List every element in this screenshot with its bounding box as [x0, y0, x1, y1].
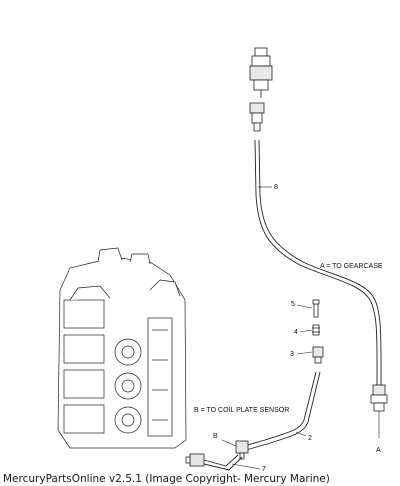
tee-fitting[interactable] — [235, 440, 249, 460]
hose-fitting-top[interactable] — [249, 102, 265, 132]
callout-8: 8 — [274, 184, 278, 191]
fitting-b[interactable] — [185, 453, 205, 467]
fitting-a[interactable] — [370, 384, 388, 412]
hose-7[interactable] — [203, 454, 243, 471]
leader-4 — [299, 329, 313, 333]
callout-7: 7 — [262, 466, 266, 473]
copyright-caption: MercuryPartsOnline v2.5.1 (Image Copyrig… — [3, 473, 330, 485]
leader-3 — [296, 351, 313, 355]
note-a: A = TO GEARCASE — [320, 263, 383, 270]
leader-b — [221, 439, 237, 447]
end-a: A — [376, 447, 381, 454]
leader-5 — [296, 304, 313, 309]
part-3[interactable] — [312, 346, 324, 364]
leader-7 — [231, 463, 261, 470]
part-5[interactable] — [312, 299, 320, 318]
part-4[interactable] — [312, 324, 320, 336]
leader-2 — [295, 431, 307, 437]
hose-2[interactable] — [243, 371, 321, 451]
end-b: B — [213, 433, 218, 440]
callout-2: 2 — [308, 435, 312, 442]
engine-block — [57, 247, 187, 449]
pressure-sensor[interactable] — [249, 47, 273, 98]
callout-4: 4 — [294, 329, 298, 336]
hose-8[interactable] — [254, 139, 382, 386]
callout-3: 3 — [290, 351, 294, 358]
callout-5: 5 — [291, 301, 295, 308]
note-b: B = TO COIL PLATE SENSOR — [194, 407, 289, 414]
